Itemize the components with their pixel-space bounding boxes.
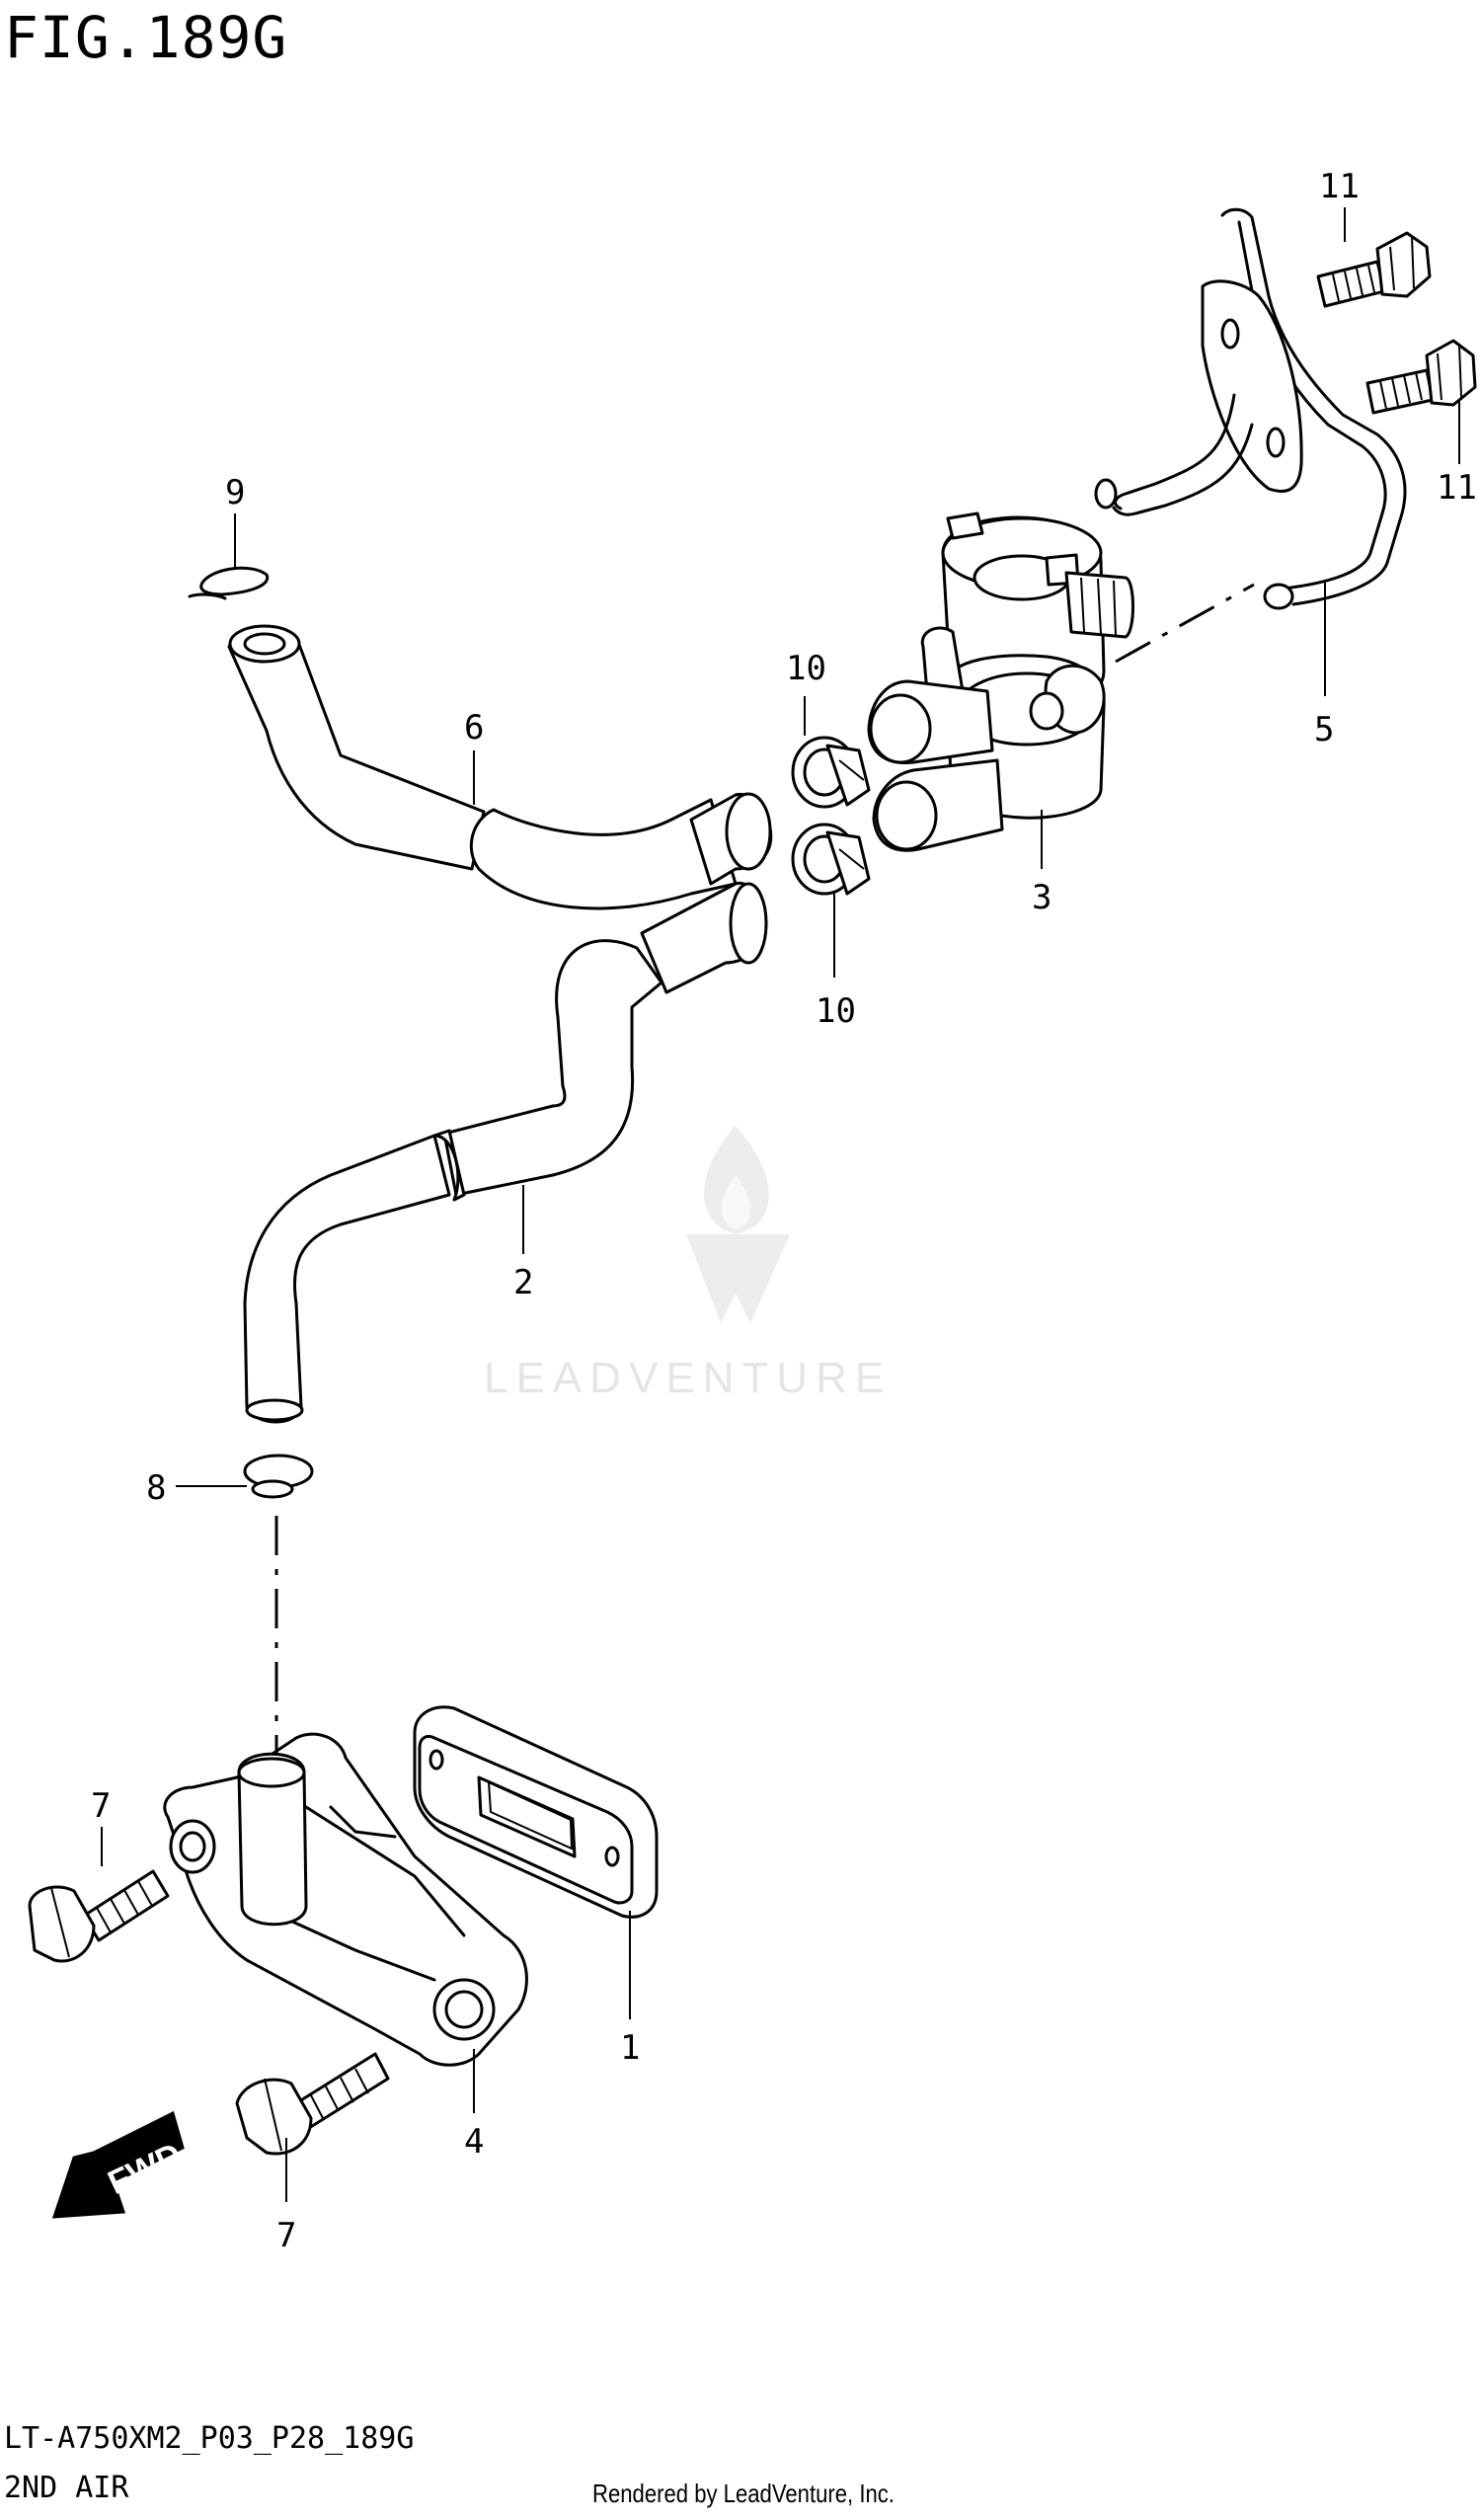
callout-8: 8 — [146, 1468, 166, 1508]
part-1-gasket — [413, 1705, 659, 1919]
part-9-clip — [188, 566, 270, 600]
callout-3: 3 — [1032, 878, 1052, 917]
part-10-clamp-lower — [791, 823, 871, 896]
callout-11-lower: 11 — [1437, 468, 1477, 508]
part-4-air-pipe-bracket — [163, 1732, 528, 2067]
callout-11-upper: 11 — [1319, 167, 1360, 206]
figure-code: LT-A750XM2_P03_P28_189G — [4, 2421, 415, 2456]
part-5-air-pipe — [1094, 207, 1407, 610]
part-11-bolt-lower — [1365, 339, 1477, 415]
leadventure-watermark: LEADVENTURE — [484, 1126, 892, 1402]
callout-10-upper: 10 — [786, 649, 826, 688]
part-2-hose — [243, 881, 768, 1424]
callout-2: 2 — [513, 1263, 533, 1302]
section-name: 2ND AIR — [4, 2471, 129, 2505]
callout-1: 1 — [620, 2028, 640, 2068]
callout-4: 4 — [464, 2122, 484, 2162]
figure-title: FIG.189G — [4, 4, 288, 71]
watermark-text: LEADVENTURE — [484, 1354, 892, 1402]
callout-6: 6 — [464, 708, 484, 748]
part-10-clamp-upper — [791, 736, 871, 809]
part-11-bolt-upper — [1316, 231, 1432, 308]
callout-7-lower: 7 — [276, 2216, 296, 2255]
part-6-hose — [227, 624, 773, 910]
part-7-bolt-upper — [28, 1869, 170, 1963]
alignment-line-valve-pipe — [1115, 583, 1255, 664]
rendered-by-credit: Rendered by LeadVenture, Inc. — [592, 2479, 895, 2508]
part-3-reed-valve — [867, 512, 1134, 852]
part-8-o-ring — [243, 1454, 314, 1499]
leader-lines — [101, 207, 1460, 2202]
callout-5: 5 — [1314, 710, 1334, 749]
callout-9: 9 — [225, 473, 245, 512]
fwd-arrow: FWD — [51, 2110, 188, 2219]
callout-10-lower: 10 — [816, 991, 856, 1031]
callout-7-upper: 7 — [91, 1786, 111, 1826]
part-7-bolt-lower — [235, 2052, 390, 2156]
